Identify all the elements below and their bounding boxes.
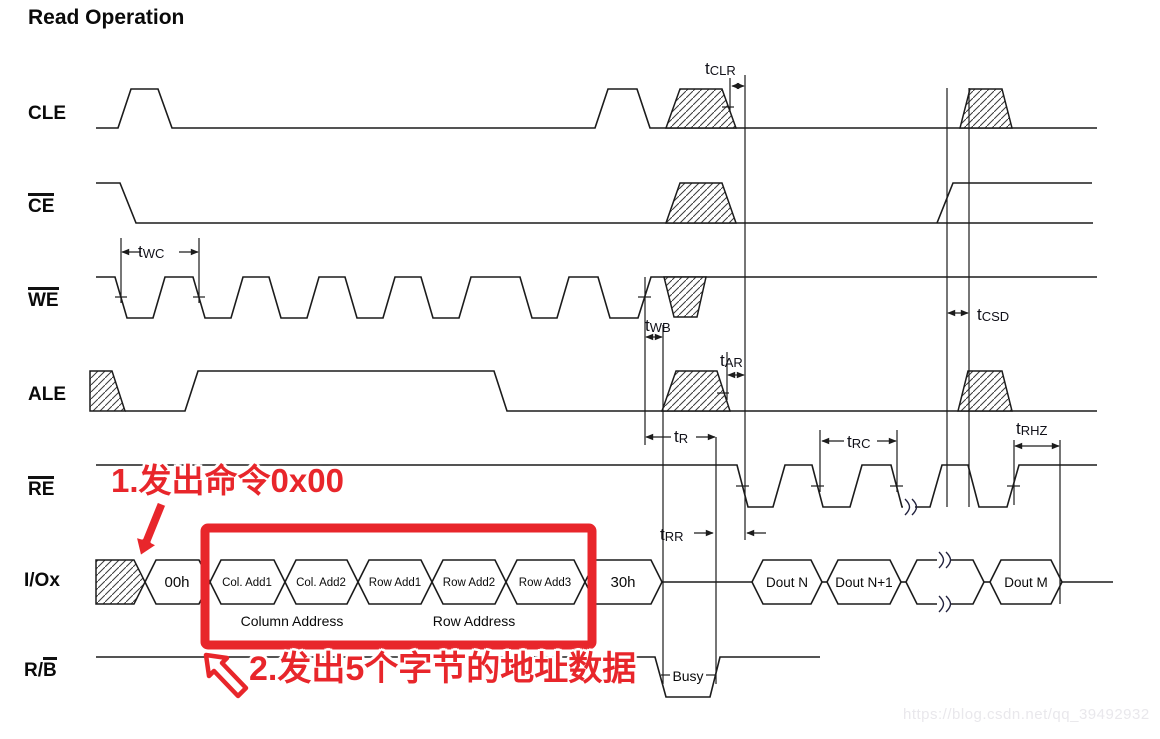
io-label-col-add2: Col. Add2: [296, 577, 346, 589]
rb-waveform: Busy: [96, 656, 820, 698]
io-label-col-add1: Col. Add1: [222, 577, 272, 589]
reference-lines: [120, 75, 1061, 684]
signal-label-cle: CLE: [28, 103, 66, 124]
timing-label-tcsd: tCSD: [977, 305, 1009, 324]
timing-label-tar: tAR: [720, 351, 743, 370]
timing-label-tr: tR: [674, 427, 688, 446]
iox-waveform: [95, 551, 1113, 613]
signal-label-we: WE: [28, 287, 59, 312]
we-waveform: [96, 276, 1097, 319]
timing-label-tclr: tCLR: [705, 59, 736, 78]
io-label-dout-n: Dout N: [766, 575, 808, 590]
iox-data-labels: 00h Col. Add1 Col. Add2 Row Add1 Row Add…: [164, 574, 1047, 629]
io-label-row-add3: Row Add3: [519, 577, 571, 589]
io-label-00h: 00h: [164, 574, 189, 591]
cle-waveform: [96, 88, 1097, 129]
io-label-row-add2: Row Add2: [443, 577, 495, 589]
annotation-step2: 2.发出5个字节的地址数据: [249, 650, 637, 688]
io-label-dout-n1: Dout N+1: [835, 575, 892, 590]
signal-label-ale: ALE: [28, 384, 66, 405]
page-title: Read Operation: [28, 6, 185, 29]
timing-label-twb: tWB: [645, 316, 671, 335]
signal-label-rb: R/B: [24, 657, 57, 682]
ale-waveform: [89, 370, 1097, 412]
annotation-arrow-2: [203, 652, 249, 699]
signal-label-iox: I/Ox: [24, 570, 60, 591]
timing-label-trr: tRR: [660, 525, 684, 544]
address-highlight-box: [200, 523, 597, 650]
io-label-row-add1: Row Add1: [369, 577, 421, 589]
ce-waveform: [96, 182, 1093, 224]
timing-label-trhz: tRHZ: [1016, 419, 1048, 438]
annotation-arrow-1: [133, 499, 169, 559]
watermark: https://blog.csdn.net/qq_39492932: [903, 706, 1150, 723]
timing-label-twc: tWC: [138, 242, 164, 261]
annotation-step1: 1.发出命令0x00: [111, 462, 344, 499]
red-annotations: [133, 499, 597, 699]
re-waveform: [96, 464, 1097, 516]
dimension-arrows: [121, 82, 1060, 537]
signal-label-re: RE: [28, 476, 55, 501]
io-label-30h: 30h: [610, 574, 635, 591]
timing-label-trc: tRC: [847, 432, 871, 451]
io-label-dout-m: Dout M: [1004, 575, 1048, 590]
column-address-label: Column Address: [241, 613, 344, 629]
signal-label-ce: CE: [28, 193, 55, 218]
row-address-label: Row Address: [433, 613, 515, 629]
busy-label: Busy: [672, 668, 703, 684]
